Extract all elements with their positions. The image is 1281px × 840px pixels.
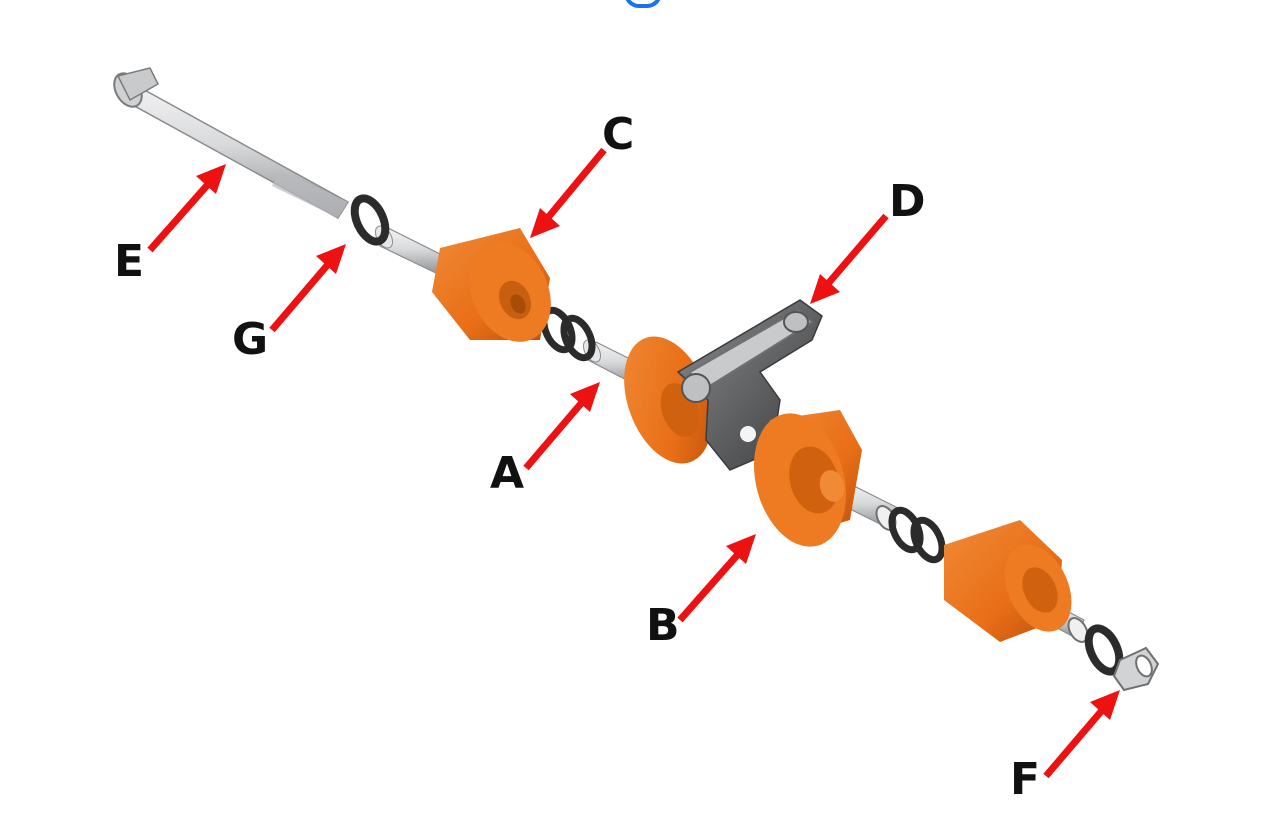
- label-b: B: [646, 600, 680, 651]
- roller-c: [432, 228, 551, 342]
- roller-lower: [944, 520, 1072, 642]
- label-c: C: [602, 109, 635, 160]
- arrow-icon: [677, 534, 756, 623]
- roller-b: [753, 410, 862, 547]
- bolt-shaft: [113, 67, 350, 219]
- nut: [1112, 646, 1160, 692]
- label-e: E: [114, 236, 145, 287]
- arrow-icon: [147, 164, 226, 253]
- arrow-icon: [810, 213, 889, 304]
- arrow-icon: [1043, 690, 1120, 779]
- label-d: D: [889, 176, 926, 227]
- label-a: A: [490, 448, 525, 499]
- arrow-icon: [530, 147, 607, 238]
- arrows: [147, 147, 1120, 779]
- label-f: F: [1010, 754, 1041, 805]
- label-g: G: [232, 314, 269, 365]
- link-bracket: [676, 299, 823, 471]
- arrow-icon: [523, 382, 600, 471]
- arrow-icon: [269, 244, 346, 333]
